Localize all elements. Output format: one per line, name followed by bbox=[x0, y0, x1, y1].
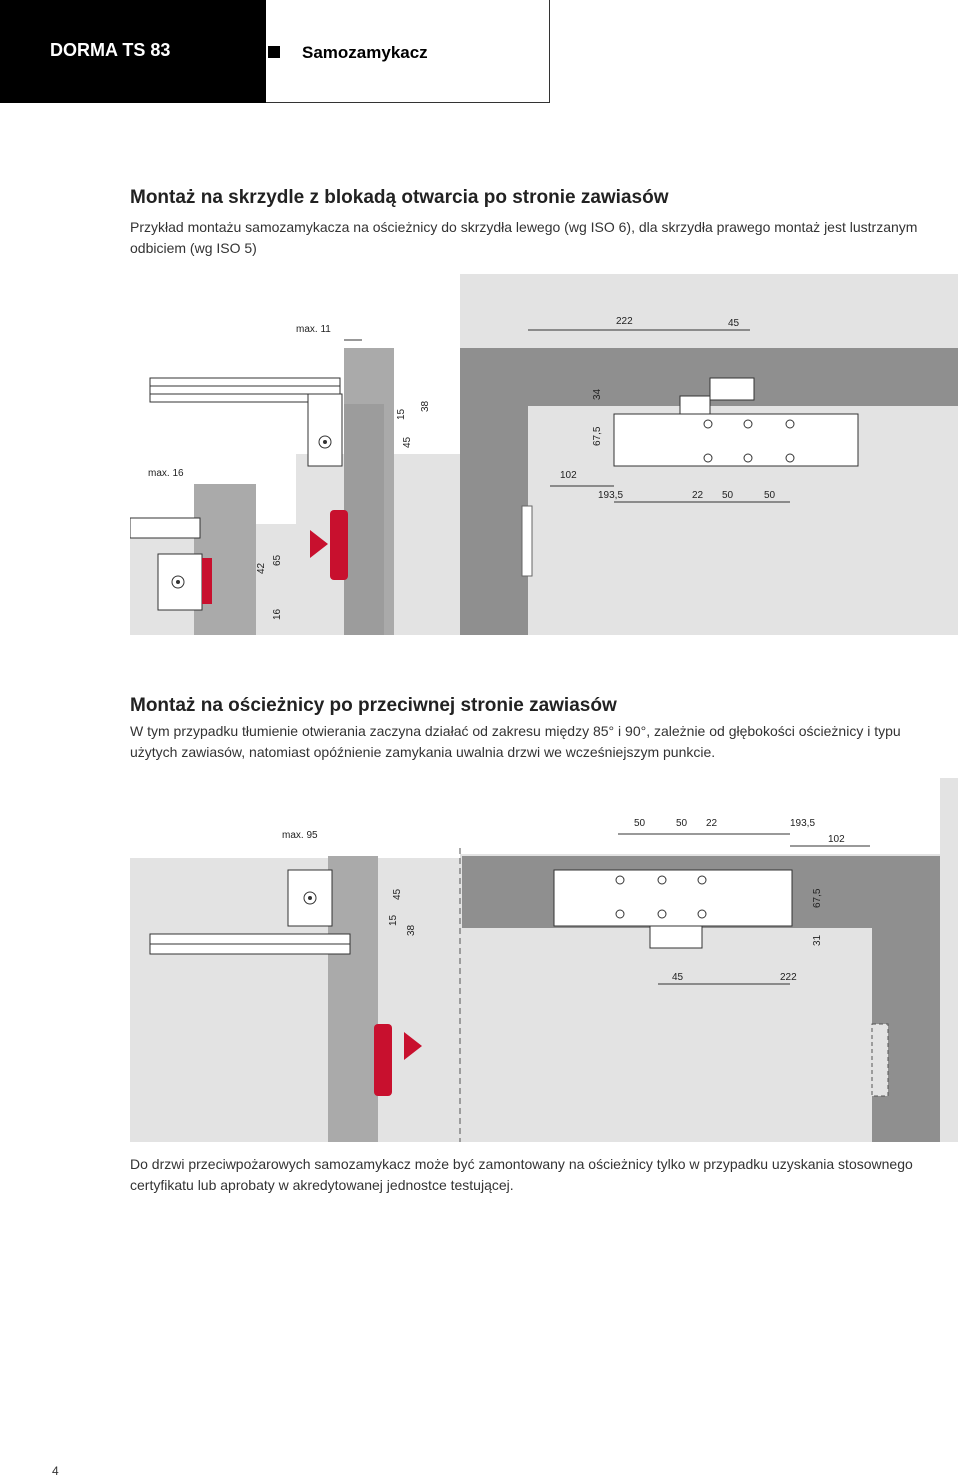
section-name: Samozamykacz bbox=[302, 43, 428, 62]
bullet-square-icon bbox=[268, 46, 280, 58]
dim-222: 222 bbox=[616, 316, 633, 327]
header-section-box bbox=[266, 0, 550, 103]
dim-193-5: 193,5 bbox=[598, 490, 623, 501]
dim-16: 16 bbox=[272, 608, 283, 620]
section1-title: Montaż na skrzydle z blokadą otwarcia po… bbox=[130, 187, 669, 208]
dim-38: 38 bbox=[406, 924, 417, 936]
product-name: DORMA TS 83 bbox=[50, 40, 171, 60]
section2-title: Montaż na ościeżnicy po przeciwnej stron… bbox=[130, 695, 617, 716]
dim-67-5: 67,5 bbox=[812, 888, 823, 908]
dim-max16: max. 16 bbox=[148, 468, 184, 479]
dim-38: 38 bbox=[420, 400, 431, 412]
dim-34: 34 bbox=[592, 388, 603, 400]
dim-22: 22 bbox=[692, 490, 704, 501]
section2-text: W tym przypadku tłumienie otwierania zac… bbox=[130, 723, 901, 760]
dim-max11: max. 11 bbox=[296, 324, 331, 335]
header-product-band: DORMA TS 83 bbox=[0, 0, 266, 103]
dim-15: 15 bbox=[388, 914, 399, 926]
dim-50b: 50 bbox=[764, 490, 776, 501]
dim-222: 222 bbox=[780, 972, 797, 983]
fire-door-note: Do drzwi przeciwpożarowych samozamykacz … bbox=[130, 1156, 913, 1193]
section1-text: Przykład montażu samozamykacza na oścież… bbox=[130, 219, 918, 256]
dim-50b: 50 bbox=[676, 818, 688, 829]
page-number: 4 bbox=[52, 1464, 59, 1478]
bullet-square-icon bbox=[254, 46, 266, 58]
dim-45b: 45 bbox=[672, 972, 684, 983]
dim-102: 102 bbox=[828, 834, 845, 845]
dim-15: 15 bbox=[396, 408, 407, 420]
dim-42: 42 bbox=[256, 562, 267, 574]
dim-50a: 50 bbox=[722, 490, 734, 501]
dim-45: 45 bbox=[392, 888, 403, 900]
dim-45-vert: 45 bbox=[402, 436, 413, 448]
dim-50a: 50 bbox=[634, 818, 646, 829]
dim-22: 22 bbox=[706, 818, 718, 829]
dim-67-5: 67,5 bbox=[592, 426, 603, 446]
figure-mount-on-frame: max. 95 50 50 22 193,5 102 45 15 38 67,5… bbox=[130, 778, 958, 1142]
dim-65: 65 bbox=[272, 554, 283, 566]
dim-193-5: 193,5 bbox=[790, 818, 815, 829]
dim-31: 31 bbox=[812, 934, 823, 946]
dim-102: 102 bbox=[560, 470, 577, 481]
dim-45: 45 bbox=[728, 318, 740, 329]
figure-mount-on-leaf: max. 11 222 45 15 38 45 34 67,5 max. 16 … bbox=[130, 274, 958, 635]
dim-max95: max. 95 bbox=[282, 830, 318, 841]
